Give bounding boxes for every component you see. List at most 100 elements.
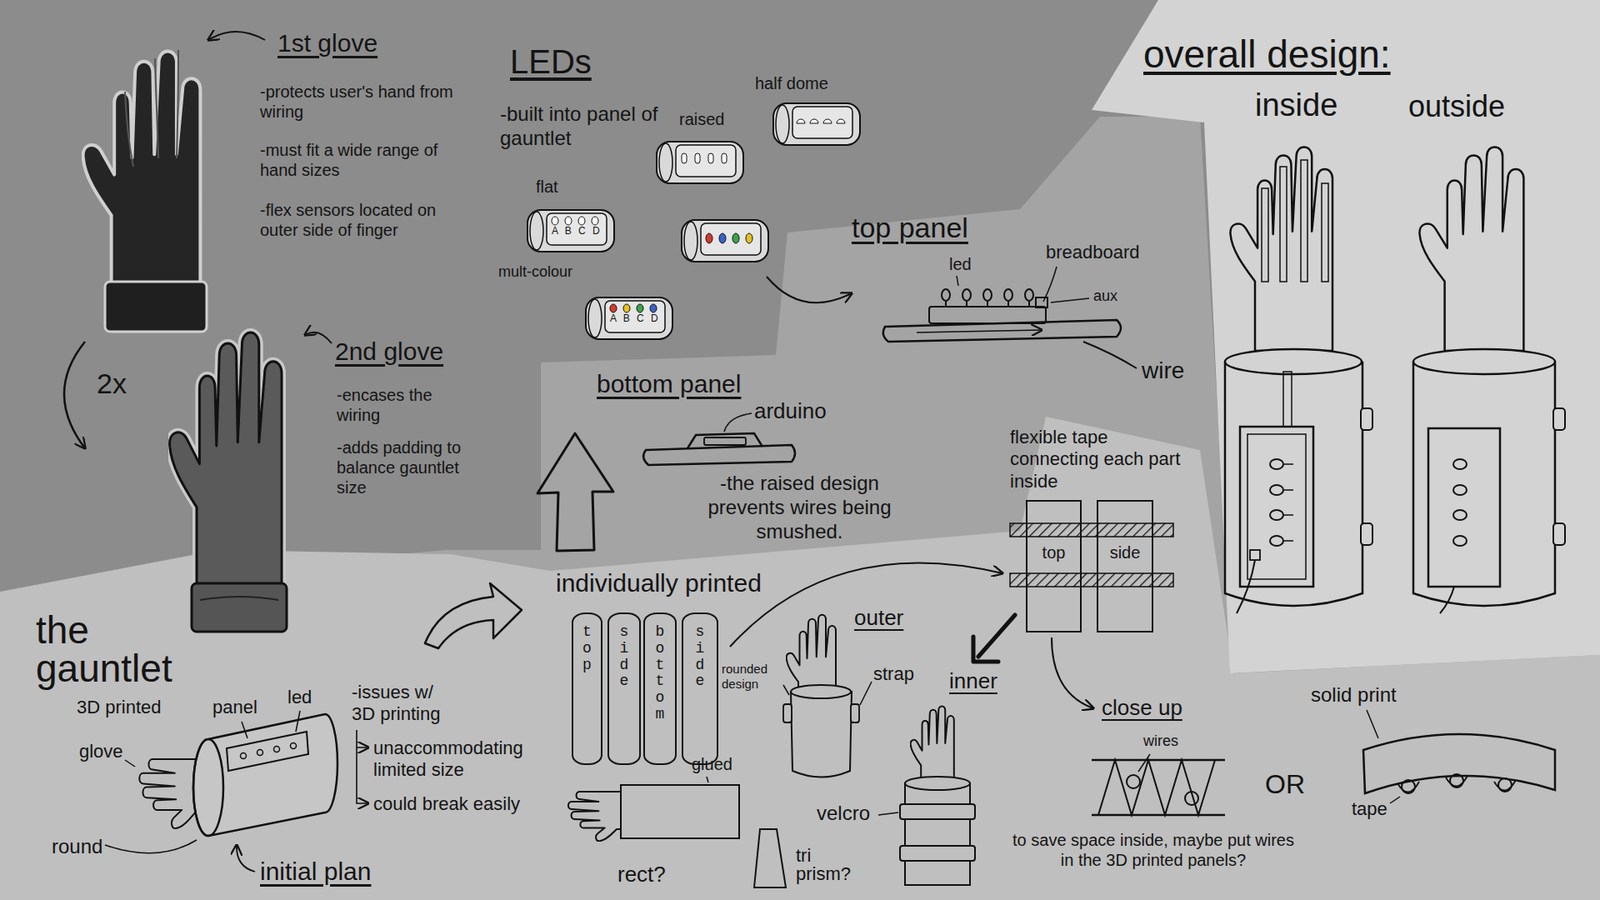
part-label: wire bbox=[1141, 356, 1185, 385]
heading: close up bbox=[1101, 695, 1183, 721]
option-label: inner bbox=[949, 668, 998, 695]
led bbox=[1270, 459, 1284, 470]
hand-shape bbox=[1419, 146, 1524, 351]
led bbox=[290, 743, 297, 750]
led-panel bbox=[527, 210, 615, 252]
heading: individually printed bbox=[555, 568, 762, 599]
note: -the raised design prevents wires being … bbox=[689, 471, 910, 544]
aux-jack bbox=[1250, 550, 1260, 560]
strap-tab bbox=[1553, 408, 1565, 430]
led-panel bbox=[585, 297, 673, 340]
led-panel bbox=[773, 103, 860, 145]
printed-strip: side bbox=[607, 612, 641, 765]
raised-section bbox=[687, 433, 763, 449]
led bbox=[274, 746, 280, 753]
led-panel-flat bbox=[527, 210, 615, 252]
big-arrow bbox=[425, 583, 522, 649]
panel-plate bbox=[643, 445, 795, 465]
led-letters: A B C D bbox=[610, 313, 659, 324]
leader-line bbox=[1138, 754, 1150, 772]
led bbox=[941, 289, 950, 301]
node-text: top bbox=[580, 624, 594, 674]
part-label: led bbox=[949, 254, 972, 275]
part-label: solid print bbox=[1310, 683, 1397, 708]
wire-section bbox=[1185, 791, 1199, 805]
note: -must fit a wide range of hand sizes bbox=[260, 140, 460, 180]
wire-run bbox=[916, 330, 1042, 333]
tri-prism bbox=[754, 829, 786, 888]
option-label: raised bbox=[679, 109, 725, 130]
flex-sensor-strip bbox=[1261, 188, 1269, 282]
part-label: wires bbox=[1143, 732, 1179, 751]
flow-arrow bbox=[1051, 637, 1094, 709]
part-label: panel bbox=[212, 696, 258, 719]
tape-panel: top bbox=[1025, 500, 1082, 633]
led bbox=[705, 233, 713, 244]
led bbox=[1270, 510, 1284, 520]
leader-line bbox=[724, 413, 752, 432]
node-text: bottom bbox=[653, 624, 667, 724]
option-label: flat bbox=[535, 176, 559, 197]
leader-line bbox=[295, 710, 300, 732]
wire-section bbox=[1126, 775, 1140, 789]
rounded-sleeve bbox=[790, 691, 852, 778]
leader-line bbox=[1050, 298, 1090, 303]
note: -flex sensors located on outer side of f… bbox=[260, 200, 465, 240]
glove-halo bbox=[170, 332, 282, 598]
part-label: velcro bbox=[816, 801, 870, 826]
tape-panel: side bbox=[1096, 500, 1154, 633]
part-label: rounded design bbox=[721, 661, 785, 692]
led bbox=[650, 304, 657, 313]
led-panel-raised bbox=[656, 141, 744, 184]
heading: overall design: bbox=[1143, 31, 1391, 78]
led bbox=[1453, 510, 1467, 520]
gauntlet-outside bbox=[1413, 146, 1565, 614]
printed-strip: side bbox=[681, 612, 719, 765]
tape-band bbox=[1010, 573, 1174, 587]
sleeve-rim bbox=[790, 685, 851, 699]
note: unaccommodating limited size bbox=[373, 737, 532, 782]
gauntlet-sleeve bbox=[1225, 362, 1363, 606]
big-arrow-head bbox=[973, 636, 999, 662]
design-panel-ground bbox=[1091, 0, 1600, 674]
led-panel bbox=[1240, 426, 1314, 587]
sleeve-rim bbox=[1225, 349, 1362, 375]
aux-jack bbox=[1035, 297, 1048, 308]
big-arrow bbox=[978, 615, 1015, 657]
led bbox=[695, 153, 700, 164]
tape-band bbox=[1010, 523, 1174, 537]
part-label: breadboard bbox=[1045, 241, 1140, 264]
strap-tab bbox=[1360, 408, 1373, 430]
leader-line bbox=[956, 275, 959, 286]
leader-line bbox=[1390, 796, 1400, 804]
part-label: glued bbox=[691, 754, 733, 775]
option-label: tri prism? bbox=[795, 846, 859, 884]
note: -encases the wiring bbox=[336, 385, 462, 425]
print-options bbox=[568, 562, 1015, 888]
led bbox=[623, 304, 630, 313]
heading: the gauntlet bbox=[35, 610, 215, 688]
led bbox=[551, 216, 559, 225]
bullet-arrow bbox=[356, 747, 369, 804]
glove-shape bbox=[83, 51, 201, 300]
leader-line bbox=[1366, 710, 1379, 739]
flow-arrow bbox=[766, 276, 852, 303]
note: to save space inside, maybe put wires in… bbox=[1011, 830, 1295, 870]
subheading: 3D printed bbox=[76, 696, 162, 719]
heading: initial plan bbox=[260, 856, 371, 887]
strap-tab bbox=[1553, 523, 1565, 545]
led bbox=[591, 216, 599, 225]
heading: LEDs bbox=[510, 41, 592, 82]
top-panel-drawing bbox=[883, 266, 1137, 369]
note: -adds padding to balance gauntlet size bbox=[336, 437, 470, 498]
led-leg bbox=[1283, 464, 1294, 541]
led-panel bbox=[226, 731, 309, 771]
flex-sensor-strip bbox=[1280, 166, 1287, 282]
part-label: arduino bbox=[754, 398, 827, 425]
led-panel-half-dome bbox=[773, 103, 860, 145]
led bbox=[1025, 289, 1034, 301]
note: could break easily bbox=[373, 793, 520, 815]
option-label: half dome bbox=[755, 73, 829, 94]
